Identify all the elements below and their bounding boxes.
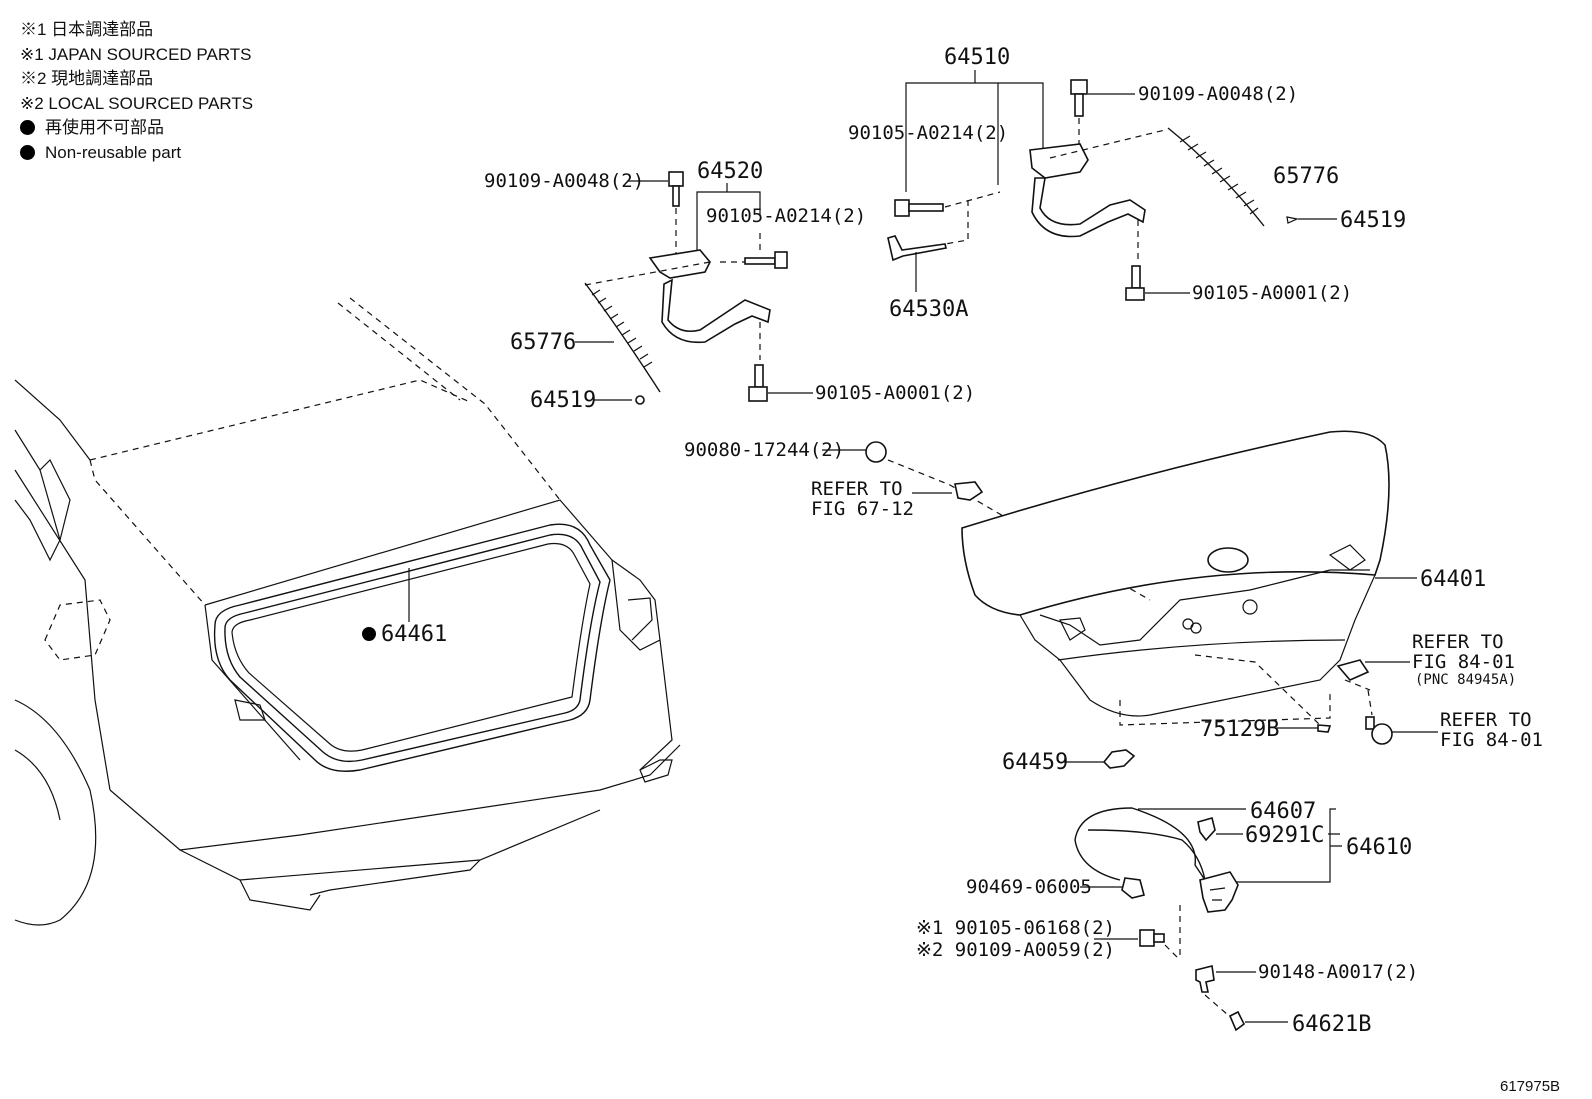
label-90105-a0214-left: 90105-A0214(2) xyxy=(706,205,866,227)
right-hinge-assembly: 64510 90105-A0214(2) 64530A 90109-A0048(… xyxy=(848,45,1406,322)
legend-note2-jp: ※2 現地調達部品 xyxy=(20,69,154,88)
label-refer-84a-line2: FIG 84-01 xyxy=(1412,651,1515,673)
hinge-arm xyxy=(1031,177,1146,238)
label-90109-a0059: ※2 90109-A0059(2) xyxy=(916,939,1115,961)
label-69291c: 69291C xyxy=(1245,823,1324,848)
bolt-head xyxy=(748,386,768,402)
nonreuse-marker-icon xyxy=(362,627,376,641)
legend-nonreuse-jp: 再使用不可部品 xyxy=(20,116,253,141)
bolt-icon xyxy=(1153,933,1165,943)
label-64519-right: 64519 xyxy=(1340,208,1406,233)
nonreuse-dot-icon xyxy=(20,144,35,160)
label-64530a: 64530A xyxy=(889,297,968,322)
legend-note2-en: ※2 LOCAL SOURCED PARTS xyxy=(20,93,254,113)
plug-icon xyxy=(1317,724,1332,733)
label-90109-a0048-top: 90109-A0048(2) xyxy=(1138,83,1298,105)
legend-note1-jp: ※1 日本調達部品 xyxy=(20,20,154,39)
bolt-head xyxy=(774,251,788,269)
support-rod xyxy=(887,235,947,262)
bolt-icon xyxy=(754,364,764,388)
bolt-icon xyxy=(908,203,944,212)
bolt-icon xyxy=(1074,93,1084,117)
grommet-icon xyxy=(865,441,887,463)
label-90080-17244: 90080-17244(2) xyxy=(684,439,844,461)
hinge-arm xyxy=(661,278,771,344)
grommet-group: 90080-17244(2) REFER TO FIG 67-12 xyxy=(684,439,1151,601)
bolt-shank xyxy=(672,185,680,207)
label-64510: 64510 xyxy=(944,45,1010,70)
legend-note1-en: ※1 JAPAN SOURCED PARTS xyxy=(20,44,252,64)
label-90469-06005: 90469-06005 xyxy=(966,876,1092,898)
bolt-icon xyxy=(668,171,684,187)
label-90105-a0214-top: 90105-A0214(2) xyxy=(848,122,1008,144)
label-64459: 64459 xyxy=(1002,750,1068,775)
nonreuse-dot-icon xyxy=(20,120,35,135)
bolt-head xyxy=(1371,723,1393,745)
left-hinge-assembly: 64520 90105-A0214(2) 90109-A0048(2) 6577… xyxy=(484,159,975,413)
bolt-head xyxy=(1125,287,1145,301)
switch-icon xyxy=(1197,817,1216,842)
label-64519-left: 64519 xyxy=(530,388,596,413)
label-refer-84a-line1: REFER TO xyxy=(1412,631,1504,653)
clamp-icon xyxy=(1121,877,1145,899)
label-64607: 64607 xyxy=(1250,799,1316,824)
label-75129b: 75129B xyxy=(1200,717,1279,742)
label-64621b: 64621B xyxy=(1292,1012,1371,1037)
legend: ※1 日本調達部品 ※1 JAPAN SOURCED PARTS ※2 現地調達… xyxy=(20,18,253,165)
label-90105-a0001-right: 90105-A0001(2) xyxy=(1192,282,1352,304)
connector-icon xyxy=(1336,659,1370,681)
label-64520: 64520 xyxy=(697,159,763,184)
label-refer-84b-line1: REFER TO xyxy=(1440,709,1532,731)
latch-icon xyxy=(1199,871,1239,913)
bolt-head xyxy=(1070,79,1088,95)
car-body-illustration xyxy=(14,297,681,926)
hinge-bracket xyxy=(648,249,711,279)
label-refer-84a-line3: (PNC 84945A) xyxy=(1415,672,1516,688)
bolt-head xyxy=(1139,929,1155,947)
figure-id: 617975B xyxy=(1500,1078,1560,1095)
clip-icon xyxy=(635,395,645,405)
cover-icon xyxy=(1228,1010,1246,1032)
label-refer-67-line2: FIG 67-12 xyxy=(811,498,914,520)
bolt-icon xyxy=(1365,716,1375,730)
cushion-icon xyxy=(1102,749,1136,769)
bolt-head xyxy=(894,199,910,217)
label-refer-67-line1: REFER TO xyxy=(811,478,903,500)
lock-assembly: 64607 69291C 64610 90469-06005 ※1 90105-… xyxy=(916,799,1418,1037)
label-refer-84b-line2: FIG 84-01 xyxy=(1440,729,1543,751)
bolt-icon xyxy=(744,257,776,265)
screw-icon xyxy=(1195,965,1215,993)
label-64461: 64461 xyxy=(381,622,447,647)
refer-84-01-b: REFER TO FIG 84-01 xyxy=(1365,689,1543,751)
label-64610: 64610 xyxy=(1346,835,1412,860)
label-90148-a0017: 90148-A0017(2) xyxy=(1258,961,1418,983)
label-90109-a0048-left: 90109-A0048(2) xyxy=(484,170,644,192)
label-64401: 64401 xyxy=(1420,567,1486,592)
label-65776-left: 65776 xyxy=(510,330,576,355)
bolt-icon xyxy=(1131,265,1141,289)
label-65776-right: 65776 xyxy=(1273,164,1339,189)
label-90105-a0001-left: 90105-A0001(2) xyxy=(815,382,975,404)
hinge-bracket xyxy=(1029,143,1089,179)
legend-nonreuse-en: Non-reusable part xyxy=(20,141,253,166)
refer-84-01-a: REFER TO FIG 84-01 (PNC 84945A) xyxy=(1336,631,1516,691)
emblem-icon xyxy=(1207,547,1249,573)
label-90105-06168: ※1 90105-06168(2) xyxy=(916,917,1115,939)
trunk-lid: 64401 xyxy=(961,430,1486,726)
connector-icon xyxy=(954,481,984,501)
